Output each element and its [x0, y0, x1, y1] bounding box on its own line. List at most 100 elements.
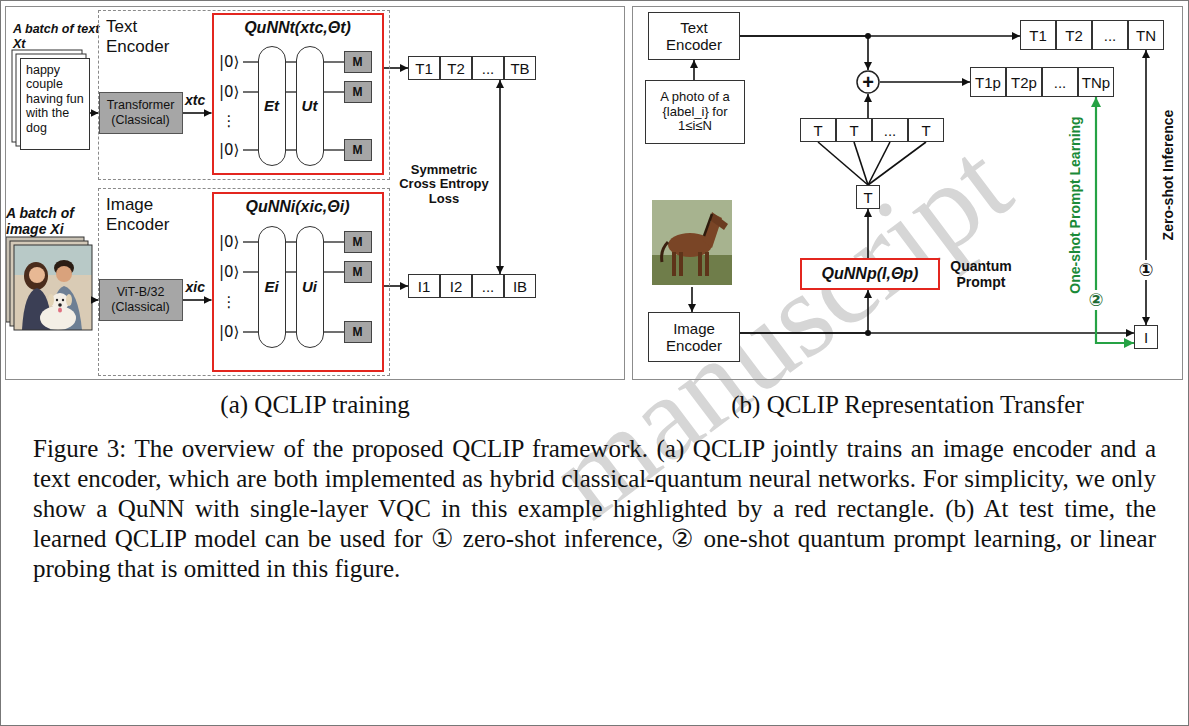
gate-block: Et	[258, 46, 286, 166]
feature-cell: ...	[1092, 20, 1128, 50]
connector-arrow	[740, 290, 868, 333]
callout-number: ①	[1138, 260, 1155, 281]
feature-cell: I	[1134, 325, 1158, 349]
feature-cell: ...	[872, 118, 908, 142]
node-label: M	[353, 326, 363, 338]
node-label: +	[862, 72, 874, 92]
node-label: Image Encoder	[658, 320, 730, 355]
qubit-label: |0⟩	[219, 324, 239, 341]
image-batch: A batch of image Xi	[14, 245, 92, 330]
node-label: T1	[1029, 28, 1047, 43]
measure-box: M	[344, 51, 372, 73]
sum-circle-outline	[857, 71, 879, 93]
feature-cell: T1p	[970, 67, 1006, 97]
process-box: Image Encoder	[648, 312, 740, 362]
measure-box: M	[344, 139, 372, 161]
node-label: Image Encoder	[106, 195, 186, 234]
connector-arrow	[867, 209, 869, 258]
node-label: ...	[884, 123, 897, 138]
connector-arrow	[868, 142, 926, 185]
node-label: T	[849, 123, 858, 138]
node-heading: (a) QCLIP training	[6, 391, 624, 420]
feature-cell: ...	[472, 56, 504, 80]
connector-arrow	[693, 60, 695, 80]
text-batch: A batch of text Xthappy couple having fu…	[20, 58, 90, 150]
feature-cell: I2	[440, 274, 472, 298]
qubit-label: |0⟩	[219, 84, 239, 101]
connector-arrow	[740, 36, 868, 70]
gate-block: Ut	[296, 46, 324, 166]
classical-block: Transformer (Classical)	[99, 92, 183, 134]
node-label: M	[353, 144, 363, 156]
node-heading: A batch of image Xi	[6, 205, 94, 237]
connector-arrow	[384, 285, 409, 287]
measure-box: M	[344, 81, 372, 103]
qubit-label: |0⟩	[219, 234, 239, 251]
node-label: M	[353, 236, 363, 248]
connector-arrow	[818, 142, 868, 185]
node-label: T	[921, 123, 930, 138]
node-label: Text Encoder	[106, 17, 186, 56]
feature-cell: T	[800, 118, 836, 142]
node-label: T2p	[1011, 75, 1037, 90]
encoder-group: Image EncoderViT-B/32 (Classical) QuNNi(x…	[98, 188, 390, 376]
node-label: T	[813, 123, 822, 138]
connector-arrow	[854, 142, 868, 185]
connector-arrow	[867, 94, 869, 118]
input-arrow	[691, 287, 693, 312]
connector-arrow	[499, 80, 501, 274]
node-label: TNp	[1082, 75, 1110, 90]
figure-panel: (b) QCLIP Representation TransferText En…	[632, 6, 1183, 380]
node-label: QuNNi(xic,Θi)	[214, 198, 382, 216]
sum-node: +	[856, 70, 880, 94]
qubit-label: |0⟩	[219, 54, 239, 71]
feature-cell: ...	[472, 274, 504, 298]
node-label: Et	[264, 97, 279, 114]
connector-arrow	[1145, 50, 1147, 325]
node-label: Ut	[302, 97, 318, 114]
figure-panel: (a) QCLIP trainingA batch of text Xthapp…	[5, 6, 625, 380]
node-label: A photo of a {label_i} for 1≤i≤N	[650, 90, 740, 135]
feature-cell: T2	[440, 56, 472, 80]
feature-cell: T	[908, 118, 944, 142]
node-label: TN	[1136, 28, 1156, 43]
gate-block: Ei	[258, 226, 286, 348]
node-heading: A batch of text Xt	[13, 22, 101, 51]
measure-box: M	[344, 261, 372, 283]
qubit-label: |0⟩	[219, 142, 239, 159]
node-label: T	[863, 190, 872, 205]
node-label: M	[353, 56, 363, 68]
edge-label: One-shot Prompt Learning	[1066, 116, 1082, 293]
connector-arrow	[183, 112, 212, 114]
qubit-label: |0⟩	[219, 264, 239, 281]
node-label: IB	[513, 279, 527, 294]
node-label: Transformer (Classical)	[100, 98, 182, 127]
classical-block: ViT-B/32 (Classical)	[99, 279, 183, 321]
node-label: T1p	[975, 75, 1001, 90]
feature-cell: I1	[408, 274, 440, 298]
measure-box: M	[344, 321, 372, 343]
measure-box: M	[344, 231, 372, 253]
node-label: Ui	[302, 278, 317, 295]
node-label: ViT-B/32 (Classical)	[100, 285, 182, 314]
node-label: T1	[415, 61, 433, 76]
ellipsis: ⋮	[222, 294, 237, 311]
node-label: Ei	[264, 278, 278, 295]
node-label: TB	[510, 61, 529, 76]
ellipsis: ⋮	[222, 113, 237, 130]
edge-label: xic	[186, 279, 205, 295]
feature-cell: T1	[408, 56, 440, 80]
feature-cell: IB	[504, 274, 536, 298]
process-box: A photo of a {label_i} for 1≤i≤N	[645, 80, 745, 144]
node-label: I1	[418, 279, 431, 294]
node-label: Text Encoder	[658, 19, 730, 54]
encoder-group: Text EncoderTransformer (Classical)QuNNt…	[98, 10, 390, 180]
connector-arrow	[868, 142, 890, 185]
node-label: ...	[482, 61, 495, 76]
feature-cell: TN	[1128, 20, 1164, 50]
connector-arrow	[880, 81, 970, 83]
node-label: T2	[1065, 28, 1083, 43]
feature-cell: TB	[504, 56, 536, 80]
node-label: I2	[450, 279, 463, 294]
